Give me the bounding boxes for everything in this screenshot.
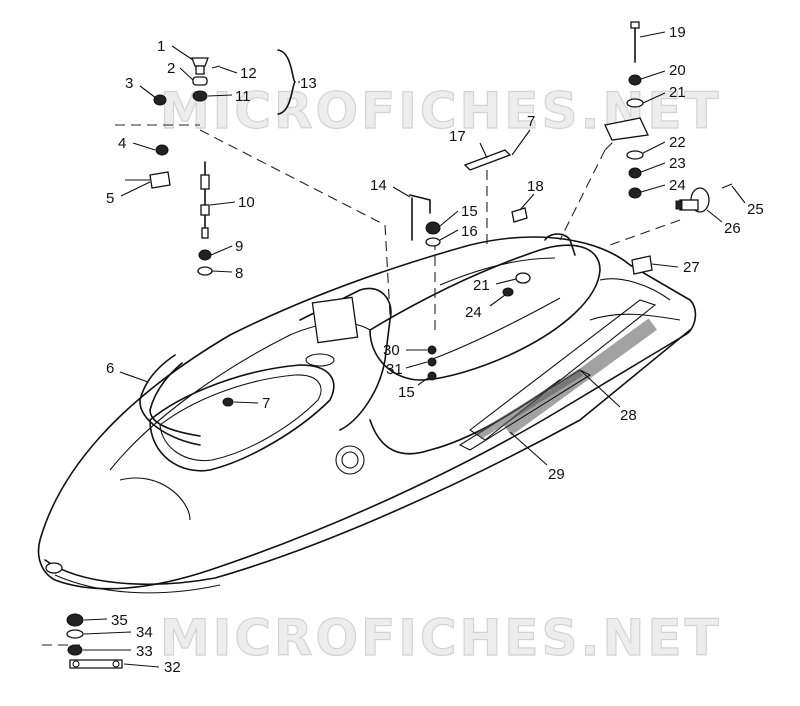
part-23-nut — [628, 167, 642, 179]
bracket-13 — [277, 49, 296, 115]
watermark-lower: MICROFICHES.NET — [160, 609, 722, 667]
callout-34: 34 — [136, 624, 153, 641]
callout-26: 26 — [724, 220, 741, 237]
part-26-fitting — [675, 187, 710, 213]
part-12-pin — [211, 65, 221, 69]
part-21-washer — [626, 98, 644, 108]
callout-7b: 7 — [262, 395, 270, 412]
part-7-grommet — [222, 397, 234, 407]
callout-21b: 21 — [473, 277, 490, 294]
watermark-upper: MICROFICHES.NET — [160, 82, 722, 140]
part-11-nut — [192, 90, 208, 102]
callout-6: 6 — [106, 360, 114, 377]
callout-5: 5 — [106, 190, 114, 207]
part-16-washer — [425, 237, 441, 247]
hull-body — [37, 233, 697, 594]
part-15-small — [427, 371, 437, 381]
part-3-nut — [153, 94, 167, 106]
callout-22: 22 — [669, 134, 686, 151]
part-25-screw — [721, 183, 733, 189]
callout-24b: 24 — [465, 304, 482, 321]
part-24-nut-seat — [502, 287, 514, 297]
callout-1: 1 — [157, 38, 165, 55]
part-18-decal — [511, 207, 528, 223]
mount-plate — [604, 117, 649, 141]
part-5-bracket — [125, 171, 171, 189]
callout-35: 35 — [111, 612, 128, 629]
callout-9: 9 — [235, 238, 243, 255]
callout-13: 13 — [300, 75, 317, 92]
callout-8: 8 — [235, 265, 243, 282]
callout-31: 31 — [386, 361, 403, 378]
callout-32: 32 — [164, 659, 181, 676]
callout-24a: 24 — [669, 177, 686, 194]
callout-25: 25 — [747, 201, 764, 218]
part-10-cable — [200, 161, 210, 239]
callout-21a: 21 — [669, 84, 686, 101]
callout-7a: 7 — [527, 113, 535, 130]
callout-29: 29 — [548, 466, 565, 483]
part-19-stud — [630, 21, 640, 63]
callout-15b: 15 — [398, 384, 415, 401]
part-15-nut — [425, 221, 441, 235]
callout-12: 12 — [240, 65, 257, 82]
part-9-nut — [198, 249, 212, 261]
callout-17: 17 — [449, 128, 466, 145]
part-30 — [427, 345, 437, 355]
grab-handle — [139, 354, 201, 446]
callout-20: 20 — [669, 62, 686, 79]
callout-labels: 1 2 3 4 5 6 7 7 8 9 10 11 12 13 14 15 15… — [106, 24, 764, 676]
callout-4: 4 — [118, 135, 126, 152]
callout-18: 18 — [527, 178, 544, 195]
part-35-nut — [66, 613, 84, 627]
callout-33: 33 — [136, 643, 153, 660]
part-17-strip — [463, 149, 512, 171]
callout-3: 3 — [125, 75, 133, 92]
callout-2: 2 — [167, 60, 175, 77]
part-4-nut — [155, 144, 169, 156]
part-33-nut — [67, 644, 83, 656]
part-32-strap — [69, 659, 123, 669]
callout-11: 11 — [235, 88, 251, 105]
callout-27: 27 — [683, 259, 700, 276]
leader-lines — [83, 31, 746, 668]
callout-30: 30 — [383, 342, 400, 359]
part-31 — [427, 357, 437, 367]
part-22-washer — [626, 150, 644, 160]
callout-14: 14 — [370, 177, 387, 194]
part-14-bolt — [409, 194, 431, 241]
part-24-nut — [628, 187, 642, 199]
callout-23: 23 — [669, 155, 686, 172]
part-8-washer — [197, 266, 213, 276]
part-2-grommet — [192, 76, 208, 86]
callout-16: 16 — [461, 223, 478, 240]
callout-28: 28 — [620, 407, 637, 424]
callout-19: 19 — [669, 24, 686, 41]
part-21-washer-seat — [515, 272, 531, 284]
callout-10: 10 — [238, 194, 255, 211]
mat-left — [458, 368, 592, 451]
part-1-cap — [191, 57, 209, 75]
part-34-washer — [66, 629, 84, 639]
part-27-decal — [631, 255, 653, 275]
callout-15a: 15 — [461, 203, 478, 220]
part-20-nut — [628, 74, 642, 86]
